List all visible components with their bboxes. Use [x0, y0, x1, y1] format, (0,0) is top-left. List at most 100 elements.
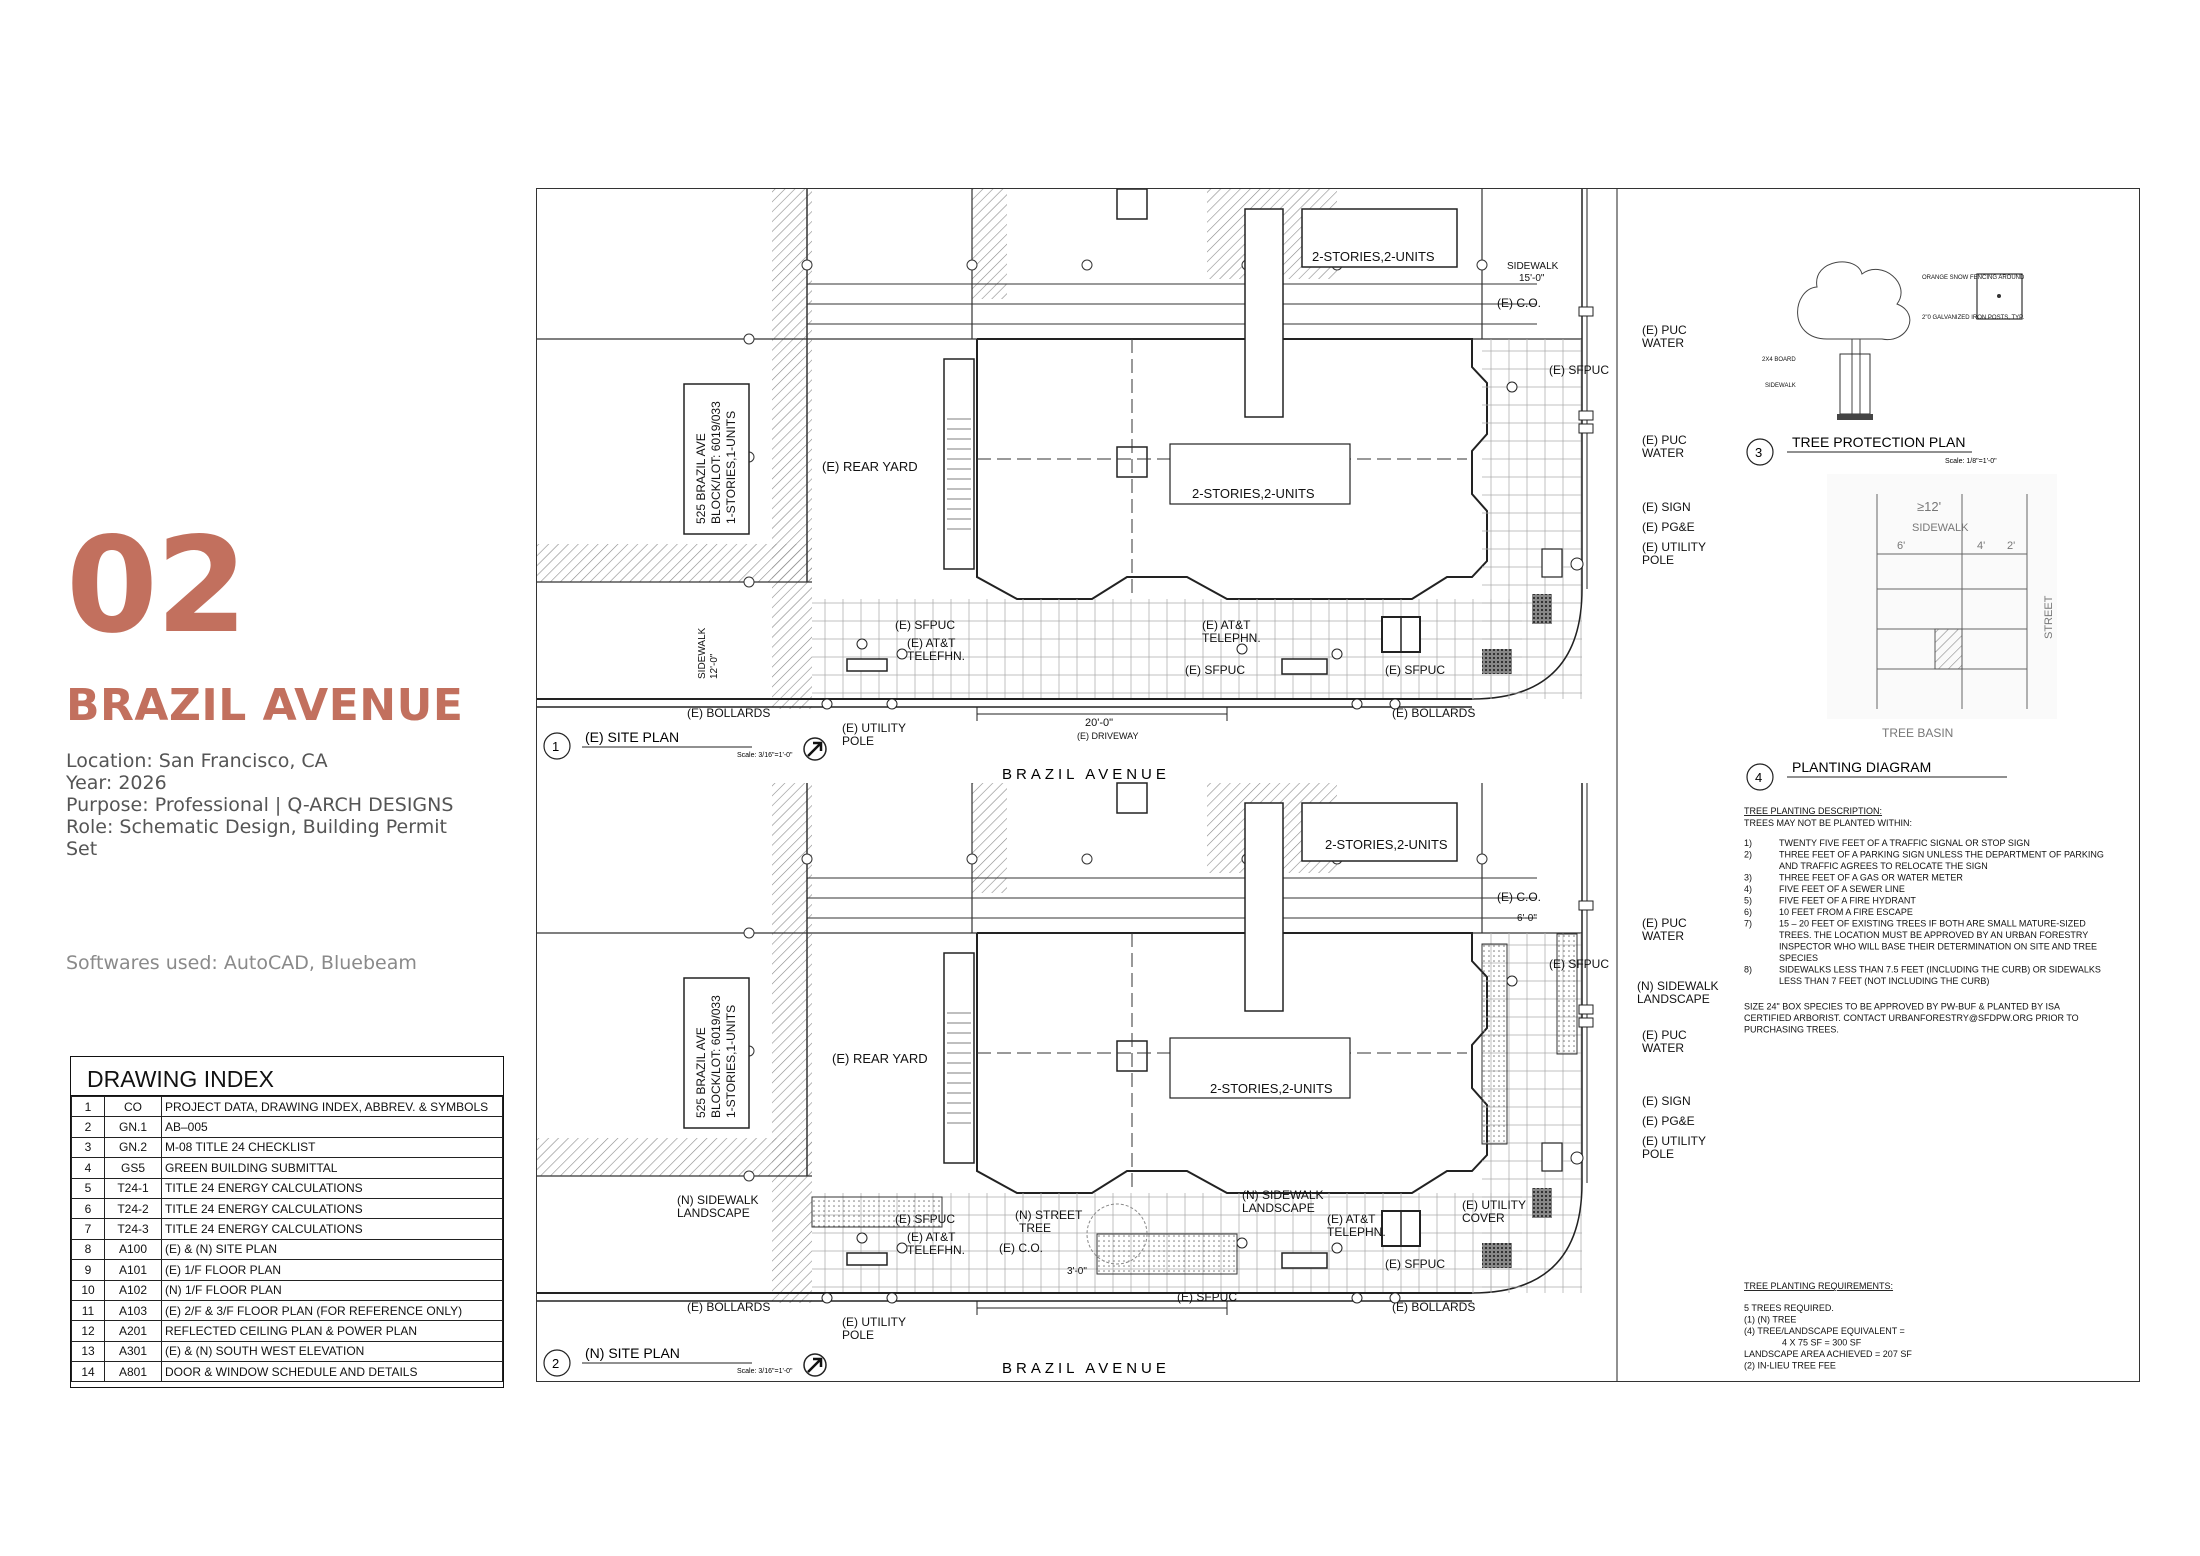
index-cell-n: 9: [71, 1259, 105, 1281]
p1-lot-line1: 525 BRAZIL AVE: [694, 433, 708, 524]
index-cell-n: 4: [71, 1157, 105, 1179]
tn-item-line: 10 FEET FROM A FIRE ESCAPE: [1779, 907, 1913, 917]
tn-req-line: 5 TREES REQUIRED.: [1744, 1303, 1834, 1313]
p2-lot-line3: 1-STORIES,1-UNITS: [724, 1005, 738, 1118]
tn-item-line: TREES. THE LOCATION MUST BE APPROVED BY …: [1779, 930, 2088, 940]
p1-att-l: (E) AT&T: [907, 636, 956, 650]
index-cell-desc: (E) & (N) SOUTH WEST ELEVATION: [161, 1340, 503, 1363]
tn-item-number: 4): [1744, 884, 1752, 894]
project-purpose: Purpose: Professional | Q-ARCH DESIGNS: [66, 794, 454, 816]
tn-desc-sub: TREES MAY NOT BE PLANTED WITHIN:: [1744, 818, 1912, 828]
p1-driveway: (E) DRIVEWAY: [1077, 731, 1139, 741]
p1-puc-water2: (E) PUC: [1642, 433, 1687, 447]
tn-size-note: PURCHASING TREES.: [1744, 1025, 1839, 1035]
p2-tree-icon: [1086, 1203, 1148, 1265]
index-cell-desc: (N) 1/F FLOOR PLAN: [161, 1279, 503, 1301]
p2-utility-coverb: COVER: [1462, 1211, 1505, 1225]
index-cell-code: A103: [104, 1299, 162, 1322]
p1-main-building: 2-STORIES,2-UNITS: [1192, 486, 1315, 501]
tn-item-line: SIDEWALKS LESS THAN 7.5 FEET (INCLUDING …: [1779, 965, 2101, 975]
p1-sidewalk-top-dim: 15'-0": [1519, 273, 1545, 284]
p2-sign: (E) SIGN: [1642, 1094, 1691, 1108]
tn-item-line: SPECIES: [1779, 953, 1818, 963]
p2-puc-water1: (E) PUC: [1642, 916, 1687, 930]
index-cell-code: A100: [104, 1238, 162, 1261]
p1-lot-line2: BLOCK/LOT: 6019/033: [709, 401, 723, 524]
pd-dim12: ≥12': [1917, 499, 1941, 514]
p1-utility-lb: POLE: [842, 734, 874, 748]
p1-driveway-dim: 20'-0": [1085, 717, 1113, 729]
pd-basin: TREE BASIN: [1882, 726, 1953, 740]
index-cell-n: 13: [71, 1340, 105, 1363]
p1-bollards-r: (E) BOLLARDS: [1392, 706, 1475, 720]
p2-title: (N) SITE PLAN: [585, 1345, 680, 1361]
p2-utility-l: (E) UTILITY: [842, 1315, 906, 1329]
p2-utility-cover: (E) UTILITY: [1462, 1198, 1526, 1212]
tn-item-line: TWENTY FIVE FEET OF A TRAFFIC SIGNAL OR …: [1779, 838, 2030, 848]
index-cell-n: 11: [71, 1299, 105, 1322]
tree-planting-notes: TREE PLANTING DESCRIPTION: TREES MAY NOT…: [1744, 806, 2104, 1371]
tn-item-line: FIVE FEET OF A FIRE HYDRANT: [1779, 896, 1916, 906]
index-cell-desc: REFLECTED CEILING PLAN & POWER PLAN: [161, 1320, 503, 1342]
planting-diagram: ≥12' SIDEWALK 6' 4' 2' TREE BASIN STREET…: [1746, 474, 2057, 791]
index-cell-desc: AB–005: [161, 1116, 503, 1138]
index-cell-code: A801: [104, 1361, 162, 1383]
p2-n-sidewalk-l: (N) SIDEWALK: [677, 1193, 759, 1207]
index-cell-desc: TITLE 24 ENERGY CALCULATIONS: [161, 1197, 503, 1220]
p1-utility-rb: POLE: [1642, 553, 1674, 567]
p1-title: (E) SITE PLAN: [585, 729, 679, 745]
p2-lot-line2: BLOCK/LOT: 6019/033: [709, 995, 723, 1118]
pd-dim2: 2': [2007, 540, 2015, 552]
p2-scale: Scale: 3/16"=1'-0": [737, 1368, 793, 1375]
tree-protection-plan: ORANGE SNOW FENCING AROUND 2"0 GALVANIZE…: [1746, 261, 2025, 466]
p2-co: (E) C.O.: [1497, 890, 1541, 904]
index-cell-code: A102: [104, 1279, 162, 1301]
p1-sfpuc-c2: (E) SFPUC: [1385, 663, 1445, 677]
p1-lot-line3: 1-STORIES,1-UNITS: [724, 411, 738, 524]
p2-pge: (E) PG&E: [1642, 1114, 1695, 1128]
p1-att-cb: TELEPHN.: [1202, 631, 1261, 645]
project-meta: Location: San Francisco, CA Year: 2026 P…: [66, 750, 476, 860]
tn-item-number: 8): [1744, 965, 1752, 975]
p2-bollards-r: (E) BOLLARDS: [1392, 1300, 1475, 1314]
p1-sfpuc-r: (E) SFPUC: [1549, 363, 1609, 377]
p2-att-cb: TELEPHN.: [1327, 1225, 1386, 1239]
index-cell-desc: (E) 1/F FLOOR PLAN: [161, 1259, 503, 1281]
index-cell-n: 7: [71, 1218, 105, 1240]
p1-sign: (E) SIGN: [1642, 500, 1691, 514]
p2-number: 2: [552, 1356, 559, 1371]
tn-item-line: INSPECTOR WHO WILL BASE THEIR DETERMINAT…: [1779, 942, 2097, 952]
pd-dim6: 6': [1897, 540, 1905, 552]
tn-item-number: 7): [1744, 919, 1752, 929]
software-used: Softwares used: AutoCAD, Bluebeam: [66, 952, 417, 974]
index-cell-code: T24-1: [104, 1177, 162, 1199]
index-cell-n: 5: [71, 1177, 105, 1199]
p1-utility-l: (E) UTILITY: [842, 721, 906, 735]
index-cell-desc: TITLE 24 ENERGY CALCULATIONS: [161, 1218, 503, 1240]
tn-req-line: (4) TREE/LANDSCAPE EQUIVALENT =: [1744, 1326, 1905, 1336]
p2-n-sidewalk-c: (N) SIDEWALK: [1242, 1188, 1324, 1202]
tp-note-posts: 2"0 GALVANIZED IRON POSTS, TYP.: [1922, 315, 2024, 321]
p1-utility-r: (E) UTILITY: [1642, 540, 1706, 554]
pd-street: STREET: [2043, 595, 2055, 639]
p1-number: 1: [552, 739, 559, 754]
index-cell-code: A101: [104, 1259, 162, 1281]
p1-bollards-l: (E) BOLLARDS: [687, 706, 770, 720]
tn-req-line: LANDSCAPE AREA ACHIEVED = 207 SF: [1744, 1349, 1912, 1359]
p2-utility-rb: POLE: [1642, 1147, 1674, 1161]
index-cell-desc: DOOR & WINDOW SCHEDULE AND DETAILS: [161, 1361, 503, 1383]
p1-scale: Scale: 3/16"=1'-0": [737, 752, 793, 759]
p2-n-treeb: TREE: [1019, 1221, 1051, 1235]
tn-req-title: TREE PLANTING REQUIREMENTS:: [1744, 1281, 1893, 1291]
